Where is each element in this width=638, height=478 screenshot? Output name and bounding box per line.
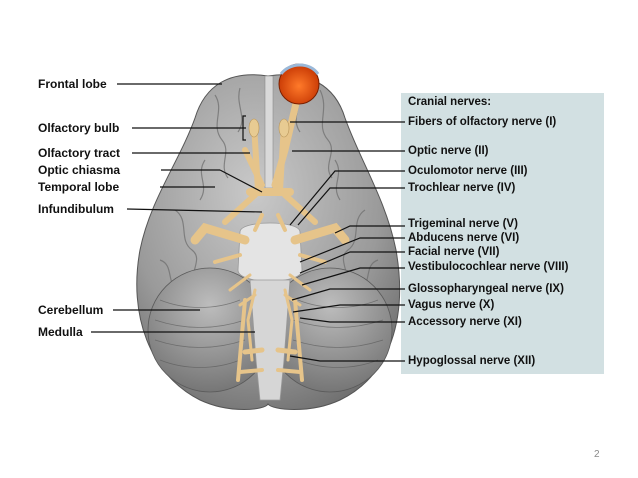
label-oculomotor-nerve: Oculomotor nerve (III): [408, 165, 528, 177]
label-glossopharyngeal-nerve: Glossopharyngeal nerve (IX): [408, 283, 564, 295]
label-frontal-lobe: Frontal lobe: [38, 77, 107, 91]
label-trochlear-nerve: Trochlear nerve (IV): [408, 182, 516, 194]
cerebellum-folia: [154, 299, 384, 368]
page-number: 2: [594, 449, 600, 460]
label-facial-nerve: Facial nerve (VII): [408, 246, 500, 258]
olfactory-bulb-left: [248, 118, 260, 138]
cranial-nerves-heading: Cranial nerves:: [408, 96, 492, 108]
label-vestibulocochlear-nerve: Vestibulocochlear nerve (VIII): [408, 261, 569, 273]
label-cerebellum: Cerebellum: [38, 303, 104, 317]
label-infundibulum: Infundibulum: [38, 202, 114, 216]
label-trigeminal-nerve: Trigeminal nerve (V): [408, 218, 518, 230]
label-abducens-nerve: Abducens nerve (VI): [408, 232, 520, 244]
label-temporal-lobe: Temporal lobe: [38, 180, 120, 194]
label-olfactory-bulb: Olfactory bulb: [38, 121, 120, 135]
label-hypoglossal-nerve: Hypoglossal nerve (XII): [408, 355, 536, 367]
pons: [237, 222, 303, 282]
label-optic-nerve: Optic nerve (II): [408, 145, 489, 157]
eye-cornea: [279, 63, 320, 76]
label-accessory-nerve: Accessory nerve (XI): [408, 316, 522, 328]
label-olfactory-tract: Olfactory tract: [38, 146, 121, 160]
cranial-nerves-panel: [401, 93, 604, 374]
olfactory-bulb-right: [278, 118, 290, 138]
right-leader-lines: [289, 121, 405, 362]
label-vagus-nerve: Vagus nerve (X): [408, 299, 495, 311]
label-olfactory-nerve: Fibers of olfactory nerve (I): [408, 116, 557, 128]
label-optic-chiasma: Optic chiasma: [38, 163, 121, 177]
label-medulla: Medulla: [38, 325, 83, 339]
left-leader-lines: [91, 83, 263, 333]
longitudinal-fissure: [264, 75, 274, 189]
